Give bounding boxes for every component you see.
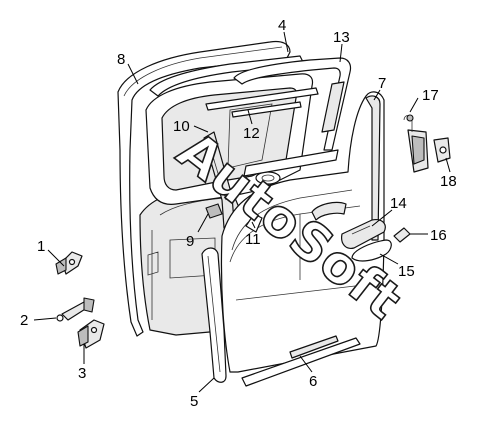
- door-outer-panel-part: [220, 91, 385, 373]
- callout-2: 2: [20, 312, 28, 329]
- callout-6: 6: [309, 373, 317, 390]
- callout-11: 11: [245, 231, 261, 248]
- handle-cap-part: [393, 227, 411, 243]
- callout-17: 17: [422, 87, 439, 104]
- callout-12: 12: [243, 125, 260, 142]
- callout-8: 8: [117, 51, 125, 68]
- callout-4: 4: [278, 17, 286, 34]
- upper-door-hinge-part: [55, 251, 83, 275]
- callout-9: 9: [186, 233, 194, 250]
- callout-1: 1: [37, 238, 45, 255]
- door-weatherstrip-part: [117, 40, 291, 337]
- callout-10: 10: [173, 118, 190, 135]
- door-check-link-part: [56, 297, 95, 322]
- callout-13: 13: [333, 29, 350, 46]
- callout-18: 18: [440, 173, 457, 190]
- door-seal-strip-part: [201, 247, 227, 383]
- callout-labels: 1 2 3 4 5 6 7 8 9 10 11 12 13 14 15 16 1…: [20, 17, 457, 410]
- outer-handle-base-part: [341, 219, 386, 249]
- outer-handle-part: [351, 239, 392, 262]
- rocker-molding-part: [241, 335, 361, 387]
- lower-door-hinge-part: [77, 319, 105, 349]
- glass-run-channel-part: [233, 57, 352, 151]
- door-glass-part: [243, 149, 339, 177]
- callout-16: 16: [430, 227, 447, 244]
- glass-channel-small-part: [205, 203, 263, 233]
- callout-7: 7: [378, 75, 386, 92]
- callout-5: 5: [190, 393, 198, 410]
- callout-15: 15: [398, 263, 415, 280]
- callout-14: 14: [390, 195, 407, 212]
- door-striker-part: [433, 137, 451, 163]
- callout-3: 3: [78, 365, 86, 382]
- callout-leaders: [33, 31, 451, 393]
- door-lock-actuator-part: [403, 114, 429, 173]
